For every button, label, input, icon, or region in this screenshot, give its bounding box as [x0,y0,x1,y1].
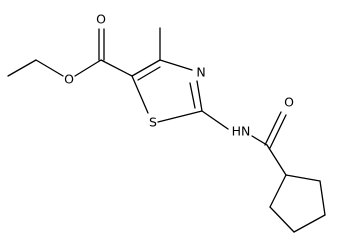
bond-s1-c5 [131,75,149,114]
bond-ethyl-ch3-ch2 [7,59,37,77]
atom-ester-carbonyl-oxygen: O [96,12,106,27]
bond-c2-s1 [157,110,203,123]
bond-c5-c4-inner [137,66,161,81]
atom-thiazole-nitrogen: N [196,65,205,80]
bond-n3-c2 [196,80,203,112]
bond-cp-2-3 [319,180,326,216]
bond-c4-n3 [159,59,193,71]
bond-ester-ring [100,59,133,77]
atom-amide-carbonyl-oxygen: O [284,95,294,110]
atom-ester-ether-oxygen: O [64,72,74,87]
atom-thiazole-sulfur: S [149,115,157,130]
bond-nh-amide [251,135,268,146]
bond-o-ester-carbon [74,59,102,77]
bond-amide-cyclopentyl [266,144,287,176]
bond-ethyl-ch2-o [35,59,64,77]
bond-cp-1-2 [285,174,321,182]
bond-cp-5-1 [269,174,287,208]
bond-cp-4-5 [269,206,295,233]
bond-amide-carbonyl-2 [269,114,287,149]
bond-amide-carbonyl-1 [264,111,282,146]
bond-c2-nh [201,110,229,130]
atom-amide-nh: HN [232,124,251,139]
bond-n3-c2-inner [189,82,196,109]
bond-c5-c4 [131,59,161,77]
bond-cp-3-4 [293,214,326,233]
